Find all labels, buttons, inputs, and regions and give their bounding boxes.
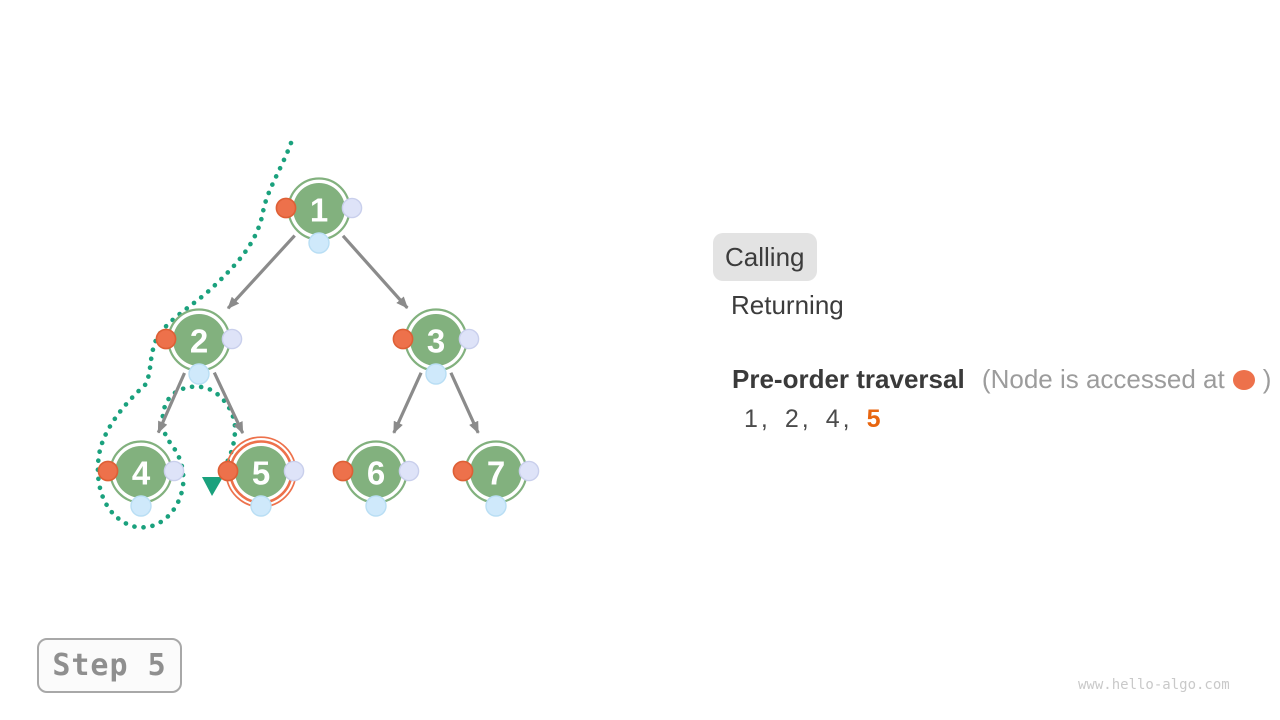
node-access-dot	[155, 328, 177, 350]
traversal-cursor-icon	[202, 477, 223, 496]
accessed-marker-dot-icon	[1232, 370, 1255, 390]
node-label: 3	[427, 323, 445, 360]
sequence-current-value: 5	[866, 405, 881, 433]
node-right-dot	[283, 460, 305, 482]
node-access-dot	[392, 328, 414, 350]
node-access-dot	[332, 460, 354, 482]
tree-node-4[interactable]: 4	[97, 440, 185, 517]
sequence-separator: ,	[801, 405, 809, 433]
node-access-dot	[97, 460, 119, 482]
tree-edge-3-6	[392, 372, 423, 434]
node-circle	[115, 446, 167, 498]
watermark: www.hello-algo.com	[1078, 677, 1230, 693]
node-bottom-dot	[188, 363, 210, 385]
node-bottom-dot	[425, 363, 447, 385]
node-right-dot	[398, 460, 420, 482]
node-label: 5	[252, 455, 270, 492]
node-right-dot	[341, 197, 363, 219]
node-bottom-dot	[308, 232, 330, 254]
tree-node-2[interactable]: 2	[155, 308, 243, 385]
sequence-value: 4	[825, 405, 840, 433]
node-access-dot	[275, 197, 297, 219]
node-bottom-dot	[250, 495, 272, 517]
node-circle	[350, 446, 402, 498]
traversal-note: (Node is accessed at	[981, 364, 1225, 394]
node-bottom-dot	[130, 495, 152, 517]
legend-returning-label: Returning	[731, 290, 844, 320]
tree-edge-2-5	[212, 371, 245, 434]
node-label: 6	[367, 455, 385, 492]
node-right-dot	[163, 460, 185, 482]
traversal-caption: Pre-order traversal (Node is accessed at…	[732, 364, 1271, 394]
sequence-value: 2	[784, 405, 799, 433]
sequence-separator: ,	[760, 405, 768, 433]
node-label: 2	[190, 323, 208, 360]
node-circle	[235, 446, 287, 498]
binary-tree-diagram: 1 2 3 4 5 6 7	[95, 140, 540, 530]
node-right-dot	[221, 328, 243, 350]
node-circle	[293, 183, 345, 235]
node-bottom-dot	[365, 495, 387, 517]
tree-edge-3-7	[449, 372, 480, 434]
node-right-dot	[518, 460, 540, 482]
tree-edge-1-3	[341, 234, 409, 309]
tree-edge-1-2	[226, 234, 296, 310]
node-right-dot	[458, 328, 480, 350]
tree-node-3[interactable]: 3	[392, 308, 480, 385]
node-label: 1	[310, 192, 328, 229]
sequence-value: 1	[744, 405, 758, 433]
traversal-trace-path	[95, 140, 294, 530]
legend-calling-chip: Calling	[713, 233, 817, 281]
tree-node-5[interactable]: 5	[217, 436, 305, 517]
step-indicator: Step 5	[37, 638, 182, 693]
node-circle	[470, 446, 522, 498]
traversal-title: Pre-order traversal	[732, 364, 965, 394]
node-access-dot	[452, 460, 474, 482]
sequence-separator: ,	[842, 405, 850, 433]
traversal-note-close: )	[1262, 364, 1272, 394]
traversal-sequence: 1,2,4,5	[744, 404, 880, 434]
tree-node-6[interactable]: 6	[332, 440, 420, 517]
node-label: 7	[487, 455, 505, 492]
node-label: 4	[132, 455, 151, 492]
node-circle	[173, 314, 225, 366]
tree-edge-2-4	[156, 372, 186, 434]
tree-node-7[interactable]: 7	[452, 440, 540, 517]
node-bottom-dot	[485, 495, 507, 517]
node-circle	[410, 314, 462, 366]
node-access-dot	[217, 460, 239, 482]
tree-node-1[interactable]: 1	[275, 177, 363, 254]
